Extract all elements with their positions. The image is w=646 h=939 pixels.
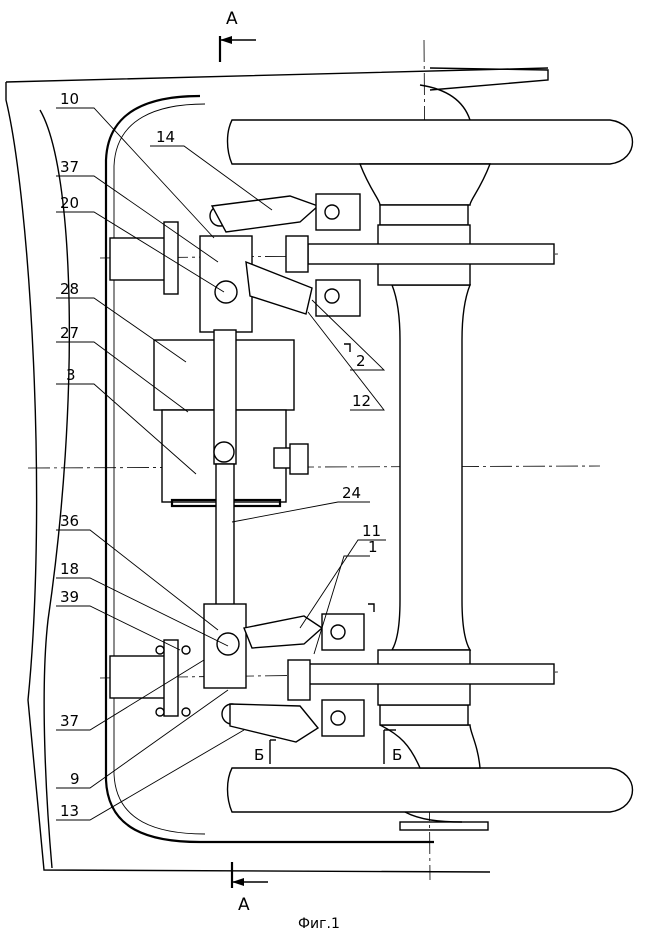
section-mark-a-bottom: А	[238, 895, 250, 915]
label-3: 3	[66, 366, 76, 384]
figure-caption: Фиг.1	[298, 916, 340, 932]
label-27: 27	[60, 324, 79, 342]
label-12: 12	[352, 392, 371, 410]
label-10: 10	[60, 90, 79, 108]
rod-24	[216, 464, 234, 608]
label-37-top: 37	[60, 158, 79, 176]
section-mark-b-right: Б	[392, 746, 402, 764]
label-36: 36	[60, 512, 79, 530]
label-2: 2	[356, 352, 366, 370]
label-14: 14	[156, 128, 175, 146]
section-mark-a-top: А	[226, 9, 238, 29]
label-39: 39	[60, 588, 79, 606]
label-1: 1	[368, 538, 378, 556]
label-28: 28	[60, 280, 79, 298]
label-13: 13	[60, 802, 79, 820]
label-24: 24	[342, 484, 361, 502]
section-mark-b-left: Б	[254, 746, 264, 764]
label-37-bottom: 37	[60, 712, 79, 730]
label-9: 9	[70, 770, 80, 788]
label-18: 18	[60, 560, 79, 578]
label-20: 20	[60, 194, 79, 212]
